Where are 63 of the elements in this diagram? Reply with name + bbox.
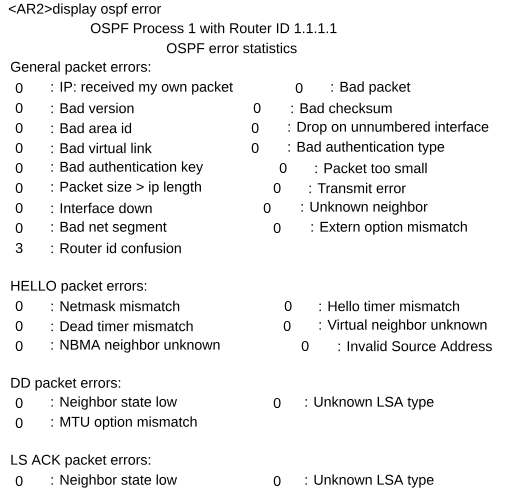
error-count: 0 — [16, 182, 23, 194]
error-description: : NBMA neighbor unknown — [52, 339, 220, 353]
error-count: 0 — [254, 102, 261, 114]
error-count: 0 — [16, 222, 23, 234]
error-description: : Neighbor state low — [52, 474, 178, 488]
error-description: : Unknown neighbor — [302, 201, 428, 215]
error-description: : Unknown LSA type — [306, 474, 434, 488]
error-count: 0 — [302, 340, 309, 352]
error-description: : Packet size > ip length — [52, 181, 201, 195]
error-description: : Bad virtual link — [52, 142, 152, 154]
error-description: : Router id confusion — [52, 242, 181, 254]
error-description: : IP: received my own packet — [52, 81, 233, 95]
error-count: 0 — [274, 398, 281, 408]
error-count: 0 — [16, 142, 23, 154]
error-description: : Neighbor state low — [52, 396, 178, 410]
error-description: : Dead timer mismatch — [52, 320, 193, 332]
error-count: 0 — [16, 300, 23, 312]
heading: OSPF error statistics — [166, 42, 297, 54]
error-count: 0 — [264, 202, 271, 214]
error-count: 0 — [280, 162, 287, 174]
error-count: 3 — [16, 242, 22, 254]
command-line: <AR2>display ospf error — [8, 3, 162, 17]
section-heading: DD packet errors: — [11, 377, 120, 391]
error-count: 0 — [16, 102, 23, 114]
error-description: : Unknown LSA type — [306, 396, 434, 410]
error-count: 0 — [16, 82, 23, 94]
error-description: : Bad checksum — [292, 102, 392, 114]
error-count: 0 — [16, 476, 23, 486]
section-heading: LS ACK packet errors: — [11, 454, 150, 468]
error-count: 0 — [296, 82, 303, 94]
error-description: : Interface down — [52, 202, 152, 214]
error-description: : Packet too small — [316, 162, 427, 174]
error-count: 0 — [16, 320, 23, 332]
heading: OSPF Process 1 with Router ID 1.1.1.1 — [90, 22, 337, 34]
error-description: : Hello timer mismatch — [320, 300, 460, 312]
error-description: : Bad net segment — [52, 221, 167, 235]
error-count: 0 — [16, 340, 23, 352]
error-description: : Transmit error — [310, 182, 406, 194]
error-count: 0 — [274, 182, 281, 194]
error-description: : Virtual neighbor unknown — [320, 319, 486, 333]
error-count: 0 — [16, 162, 23, 174]
error-description: : Bad packet — [332, 81, 410, 95]
error-count: 0 — [16, 398, 23, 408]
error-description: : Bad authentication key — [52, 161, 204, 175]
error-count: 0 — [284, 300, 292, 312]
error-count: 0 — [274, 476, 281, 486]
error-count: 0 — [284, 320, 291, 332]
error-count: 0 — [16, 122, 23, 134]
section-heading: HELLO packet errors: — [11, 280, 146, 294]
error-description: : Bad authentication type — [288, 141, 444, 155]
error-description: : Invalid Source Address — [338, 340, 492, 352]
error-count: 0 — [16, 418, 23, 428]
error-description: : Bad version — [52, 102, 134, 114]
error-description: : Netmask mismatch — [52, 300, 180, 312]
error-description: : Drop on unnumbered interface — [288, 121, 488, 135]
error-count: 0 — [16, 202, 23, 214]
error-description: : Bad area id — [52, 122, 132, 134]
error-count: 0 — [274, 222, 281, 234]
error-count: 0 — [252, 122, 259, 134]
error-description: : Extern option mismatch — [312, 221, 467, 235]
error-count: 0 — [252, 142, 259, 154]
section-heading: General packet errors: — [10, 61, 150, 75]
error-description: : MTU option mismatch — [52, 416, 197, 430]
